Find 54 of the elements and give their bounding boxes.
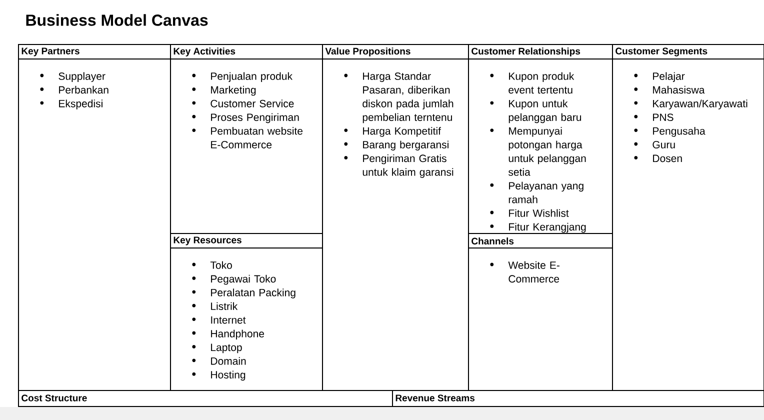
bullet-item: Fitur Wishlist xyxy=(490,209,569,217)
bullet-item: Harga Standar Pasaran, diberikan diskon pada jumlah pembelian terntenu xyxy=(344,72,454,124)
bullet-item: Peralatan Packing xyxy=(192,288,296,298)
bullet-item: Hosting xyxy=(192,370,246,381)
cell-heading: Revenue Streams xyxy=(396,394,475,402)
bullet-item: Pelajar xyxy=(634,72,685,82)
canvas-block xyxy=(170,233,323,391)
bullet-item: Toko xyxy=(192,261,232,269)
bullet-item: Penjualan produk xyxy=(192,72,292,82)
bullet-item: Domain xyxy=(192,357,246,365)
bullet-item: Ekspedisi xyxy=(40,100,102,110)
bullet-item: Fitur Kerangjang xyxy=(490,222,586,233)
cell-heading: Channels xyxy=(472,238,514,244)
bullet-item: PNS xyxy=(634,114,674,122)
bullet-item: Handphone xyxy=(192,330,264,340)
bullet-item: Kupon untuk pelanggan baru xyxy=(490,100,582,124)
bullet-item: Marketing xyxy=(192,86,256,96)
bullet-item: Karyawan/Karyawati xyxy=(634,100,748,110)
bullet-item: Supplayer xyxy=(40,72,106,82)
bullet-item: Pembuatan website E-Commerce xyxy=(192,127,303,148)
bullet-item: Harga Kompetitif xyxy=(344,127,441,137)
canvas-block xyxy=(170,44,323,234)
bullet-item: Kupon produk event tertentu xyxy=(490,72,574,94)
cell-heading: Cost Structure xyxy=(22,394,87,402)
bullet-item: Website E- Commerce xyxy=(490,261,560,283)
canvas-block xyxy=(612,44,764,391)
bullet-item: Pegawai Toko xyxy=(192,274,276,285)
bullet-item: Customer Service xyxy=(192,100,294,108)
bullet-item: Guru xyxy=(634,140,675,148)
bullet-item: Pengiriman Gratis untuk klaim garansi xyxy=(344,154,454,178)
cell-heading: Key Resources xyxy=(174,236,242,246)
bullet-item: Perbankan xyxy=(40,86,108,94)
bullet-item: Dosen xyxy=(634,154,682,162)
canvas-block xyxy=(468,44,613,234)
cell-heading: Key Activities xyxy=(174,48,236,56)
bullet-item: Listrik xyxy=(192,302,238,310)
canvas-block xyxy=(18,390,393,407)
canvas-block xyxy=(322,44,469,391)
title: Business Model Canvas xyxy=(26,14,208,26)
bullet-item: Internet xyxy=(192,316,246,324)
canvas-block xyxy=(468,233,613,391)
cell-heading: Customer Segments xyxy=(616,48,708,56)
bullet-item: Pengusaha xyxy=(634,127,706,137)
cell-heading: Key Partners xyxy=(22,48,80,56)
bullet-item: Mahasiswa xyxy=(634,86,705,94)
canvas-block xyxy=(392,390,764,407)
cell-heading: Value Propositions xyxy=(325,48,410,56)
bullet-item: Pelayanan yang ramah xyxy=(490,182,584,204)
canvas-block xyxy=(18,44,171,391)
cell-heading: Customer Relationships xyxy=(472,48,580,56)
bullet-item: Laptop xyxy=(192,344,242,354)
bullet-item: Mempunyai potongan harga untuk pelanggan setia xyxy=(490,127,586,176)
bullet-item: Proses Pengiriman xyxy=(192,113,299,124)
bullet-item: Barang bergaransi xyxy=(344,140,448,150)
